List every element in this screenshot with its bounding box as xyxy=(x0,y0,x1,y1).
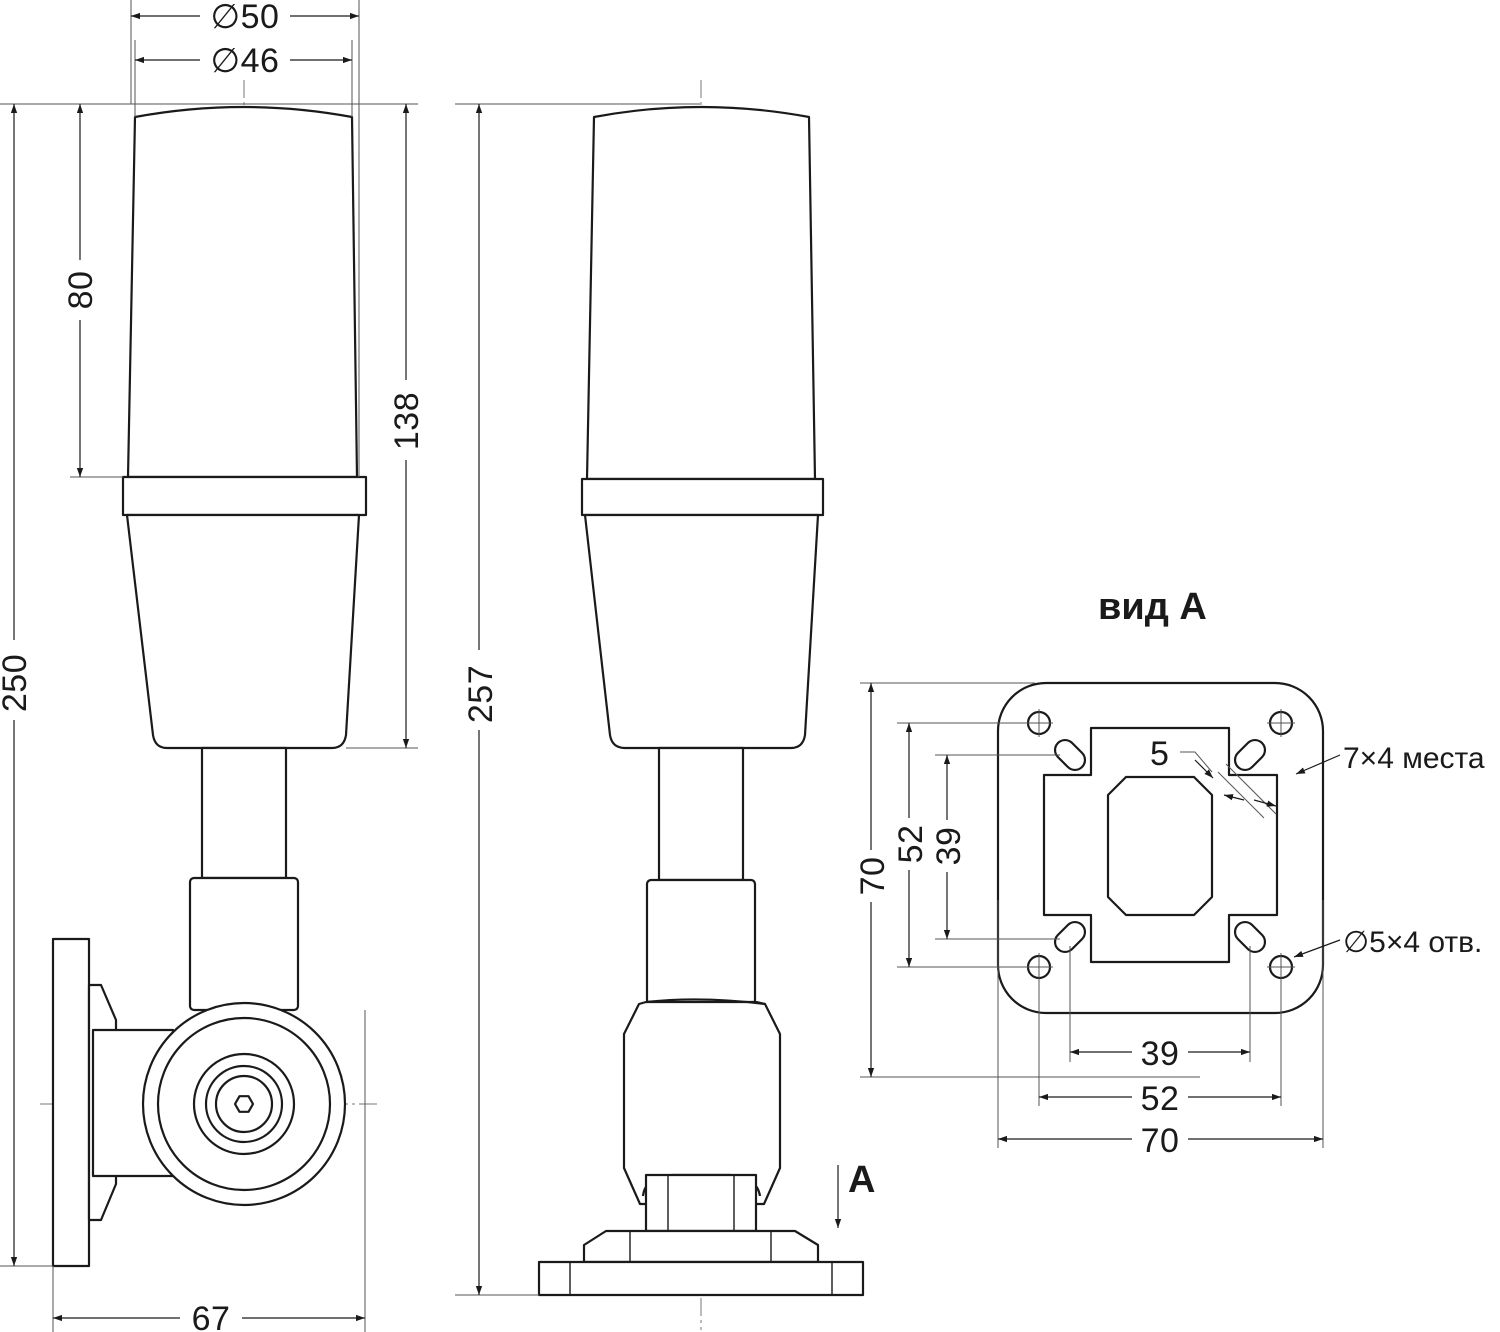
lower-housing xyxy=(125,513,361,750)
front-pole-sleeve xyxy=(645,878,757,1006)
front-collar-ring xyxy=(580,477,825,517)
slot-note: 7×4 места xyxy=(1343,742,1485,775)
dim-holes-h: 52 xyxy=(1141,1080,1180,1118)
hinge-inner-ring xyxy=(192,1052,296,1156)
signal-lens xyxy=(126,105,359,479)
pole-sleeve xyxy=(188,876,300,1012)
dim-holes-v: 52 xyxy=(892,825,930,864)
dim-slots-v: 39 xyxy=(930,827,968,866)
hinge-outer xyxy=(141,1001,347,1207)
dim-height-lens: 80 xyxy=(62,271,100,310)
center-opening xyxy=(1106,775,1214,917)
mount-slot xyxy=(1053,920,1087,954)
hinge-screw-head xyxy=(214,1074,274,1134)
hole-note: ∅5×4 отв. xyxy=(1343,926,1482,959)
dim-outer-h: 70 xyxy=(1141,1122,1180,1160)
dim-outer-v: 70 xyxy=(854,857,892,896)
dim-height-total: 250 xyxy=(0,654,34,712)
slot-note-leader xyxy=(1295,754,1341,775)
side-view: ∅50 ∅46 250 80 138 67 xyxy=(0,0,426,1332)
dim-height-head: 138 xyxy=(388,392,426,450)
base-flange xyxy=(582,1229,820,1264)
hinge-ring xyxy=(156,1016,332,1192)
dim-dia-inner: ∅46 xyxy=(211,42,280,80)
collar-ring xyxy=(121,475,368,517)
dim-height-total-front: 257 xyxy=(462,665,500,723)
mount-slot xyxy=(1233,738,1267,772)
front-signal-lens xyxy=(585,105,817,481)
dim-slots-h: 39 xyxy=(1141,1035,1180,1073)
base-plate xyxy=(537,1260,865,1297)
hinge-boss xyxy=(204,1064,284,1144)
front-pole xyxy=(657,746,745,882)
mount-slot xyxy=(1233,920,1267,954)
pole xyxy=(200,746,288,880)
front-view: 257 A xyxy=(455,80,875,1330)
hex-socket-icon xyxy=(233,1095,255,1113)
mounting-recess xyxy=(1042,726,1279,964)
view-a: вид А xyxy=(854,586,1485,1160)
front-lower-housing xyxy=(583,513,820,750)
dim-base-width: 67 xyxy=(192,1300,231,1332)
base-plate-outline xyxy=(996,681,1325,1015)
dim-dia-outer: ∅50 xyxy=(211,0,280,36)
view-a-title: вид А xyxy=(1098,586,1207,628)
dim-slot-width: 5 xyxy=(1150,735,1169,773)
wall-plate xyxy=(51,937,91,1268)
hole-note-leader xyxy=(1293,939,1341,958)
mount-slot xyxy=(1053,738,1087,772)
view-arrow-label: A xyxy=(848,1159,875,1201)
hinge-knuckle xyxy=(622,1000,782,1206)
front-stem xyxy=(644,1173,758,1233)
